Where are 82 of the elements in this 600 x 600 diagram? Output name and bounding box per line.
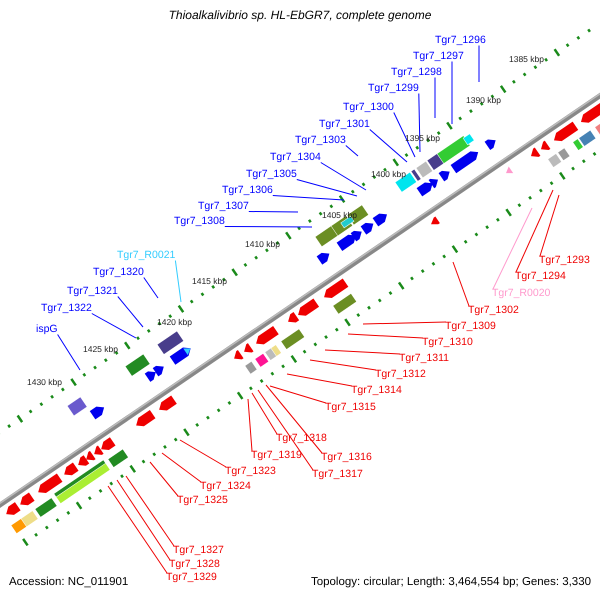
leader-line — [258, 390, 314, 470]
leader-line — [116, 480, 170, 560]
leader-line — [266, 384, 322, 454]
gene-label: Tgr7_R0021 — [117, 250, 176, 260]
position-label: 1410 kbp — [245, 240, 280, 248]
position-label: 1415 kbp — [192, 277, 227, 286]
leader-line — [162, 452, 202, 482]
leader-line — [452, 262, 470, 306]
position-label: 1420 kbp — [157, 318, 192, 326]
gene-label: Tgr7_1308 — [174, 216, 225, 226]
accession-label: Accession: NC_011901 — [9, 577, 128, 588]
gene-label: Tgr7_1311 — [399, 353, 450, 364]
leader-line — [270, 386, 326, 404]
gene-label: Tgr7_1309 — [445, 321, 496, 332]
leader-line — [369, 129, 408, 162]
gene-label: Tgr7_1301 — [319, 119, 370, 130]
leader-line — [418, 93, 420, 152]
gene-label: Tgr7_1312 — [375, 369, 426, 380]
leader-line — [272, 195, 344, 200]
leader-line — [252, 392, 278, 434]
leader-line — [143, 277, 158, 298]
leader-line — [310, 360, 376, 370]
leader-line — [150, 462, 178, 496]
leader-line — [516, 190, 554, 272]
gene-label: Tgr7_1317 — [312, 469, 363, 480]
gene-label: Tgr7_1297 — [413, 51, 464, 62]
gene-label: Tgr7_1305 — [246, 169, 297, 180]
leader-line — [180, 440, 226, 468]
leader-line — [478, 45, 480, 82]
genome-summary: Topology: circular; Length: 3,464,554 bp; Genes: 3,330 — [310, 577, 591, 588]
position-label: 1390 kbp — [466, 96, 501, 104]
gene-label: Tgr7_1327 — [173, 545, 224, 556]
gene-label: Tgr7_1315 — [325, 402, 376, 412]
gene-label: ispG — [36, 324, 58, 334]
gene-label: Tgr7_1322 — [41, 303, 92, 314]
position-label: 1400 kbp — [371, 170, 406, 178]
leader-line — [345, 145, 358, 156]
gene-label: Tgr7_1310 — [422, 337, 473, 348]
gene-label: Tgr7_1299 — [368, 83, 419, 94]
gene-label: Tgr7_1303 — [295, 135, 346, 146]
gene-label: Tgr7_1293 — [539, 255, 590, 266]
leader-line — [348, 334, 424, 338]
leader-line — [91, 313, 136, 338]
gene-label: Tgr7_1307 — [198, 201, 249, 212]
position-label: 1425 kbp — [83, 345, 118, 354]
leader-line — [117, 296, 144, 328]
leader-line — [362, 322, 446, 324]
gene-label: Tgr7_1306 — [222, 185, 273, 196]
leader-line — [57, 334, 80, 370]
gene-label: Tgr7_1323 — [225, 466, 276, 476]
gene-label: Tgr7_1328 — [169, 559, 220, 570]
gene-label: Tgr7_1321 — [67, 286, 118, 296]
leader-line — [540, 194, 560, 256]
gene-label: Tgr7_1319 — [251, 450, 302, 460]
position-label: 1430 kbp — [27, 378, 62, 386]
leader-line — [286, 374, 352, 386]
leader-line — [224, 226, 312, 228]
leader-line — [492, 208, 532, 290]
gene-label: Tgr7_1320 — [93, 267, 144, 278]
leader-line — [434, 77, 436, 118]
gene-label: Tgr7_1300 — [343, 102, 394, 112]
leader-line — [248, 398, 252, 452]
gene-label: Tgr7_1298 — [391, 67, 442, 78]
leader-line — [324, 350, 400, 354]
gene-label: Tgr7_1304 — [270, 152, 321, 162]
leader-line — [108, 486, 168, 574]
gene-label: Tgr7_1316 — [321, 452, 372, 462]
gene-label: Tgr7_1302 — [468, 305, 519, 316]
gene-label: Tgr7_R0020 — [492, 288, 550, 298]
gene-label: Tgr7_1325 — [177, 495, 228, 506]
gene-label: Tgr7_1324 — [200, 481, 251, 492]
gene-label: Tgr7_1294 — [515, 271, 566, 282]
leader-line — [174, 260, 182, 302]
leader-line — [248, 211, 298, 212]
diagram-title: Thioalkalivibrio sp. HL-EbGR7, complete genome — [168, 9, 432, 21]
leader-line — [320, 162, 366, 190]
gene-label: Tgr7_1296 — [435, 35, 486, 46]
leader-line — [296, 179, 358, 196]
leader-line — [126, 476, 174, 546]
position-label: 1385 kbp — [509, 55, 544, 64]
gene-label: Tgr7_1314 — [351, 385, 402, 396]
gene-label: Tgr7_1329 — [166, 572, 217, 582]
